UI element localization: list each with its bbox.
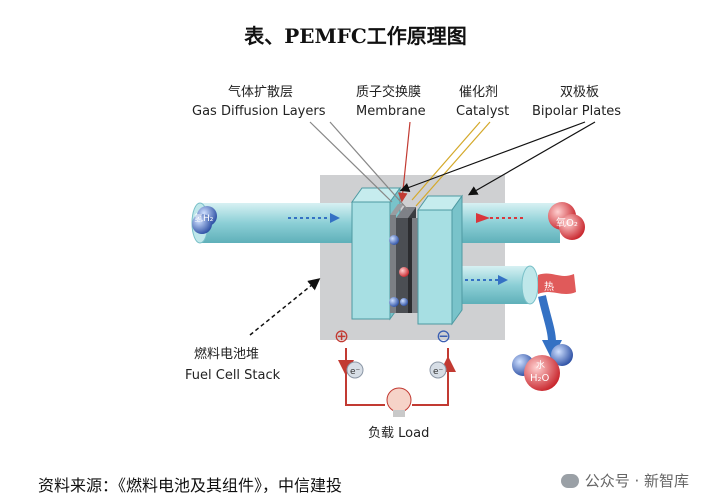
gas-diffusion-layer-right [412,218,418,313]
heat-label: 热 [544,280,554,293]
positive-terminal: ⊕ [334,326,349,347]
heat-indicator: 热 [538,273,576,294]
catalyst-label-en: Catalyst [456,104,509,119]
load-label: 负载 Load [368,426,429,441]
watermark-text: 公众号 · 新智库 [584,472,689,490]
water-flow-arrow [538,295,556,343]
electron-label-left: e⁻ [350,367,361,377]
bipolar-label-cn: 双极板 [560,85,599,100]
watermark: 公众号 · 新智库 [560,470,689,491]
water-formula: H₂O [530,373,550,384]
water-label-cn: 水 [536,359,545,371]
wechat-icon [560,474,579,488]
stack-label-en: Fuel Cell Stack [185,368,281,383]
membrane-label-en: Membrane [356,104,426,119]
pemfc-diagram: 氢H₂ 氧O₂ 热 水 H₂O [185,84,621,441]
external-circuit: e⁻ e⁻ [338,348,456,406]
gdl-label-cn: 气体扩散层 [228,84,293,100]
water-molecule: 水 H₂O [512,344,573,391]
electron-particles [389,235,409,307]
bipolar-plate-right [417,194,463,326]
gdl-label-en: Gas Diffusion Layers [192,104,326,119]
page-title: 表、PEMFC工作原理图 [244,24,467,48]
oxygen-molecule: 氧O₂ [548,202,585,240]
oxygen-inlet-pipe [450,203,560,243]
stack-label-cn: 燃料电池堆 [194,346,259,362]
hydrogen-inlet-pipe [191,202,375,244]
leader-lines [309,121,596,211]
catalyst-label-cn: 催化剂 [459,85,498,100]
hydrogen-molecule: 氢H₂ [192,206,217,234]
outlet-pipe [450,265,539,305]
negative-terminal: ⊖ [436,326,451,347]
load-bulb [386,387,412,417]
hydrogen-label: 氢H₂ [194,212,214,224]
oxygen-label: 氧O₂ [556,216,578,229]
stack-pointer-arrow [249,278,321,336]
bipolar-label-en: Bipolar Plates [532,104,621,119]
electron-label-right: e⁻ [433,367,444,377]
catalyst-layer [408,218,412,313]
membrane-label-cn: 质子交换膜 [356,84,421,100]
source-note: 资料来源：《燃料电池及其组件》，中信建投 [38,476,343,495]
gas-diffusion-layer-left [390,204,404,313]
